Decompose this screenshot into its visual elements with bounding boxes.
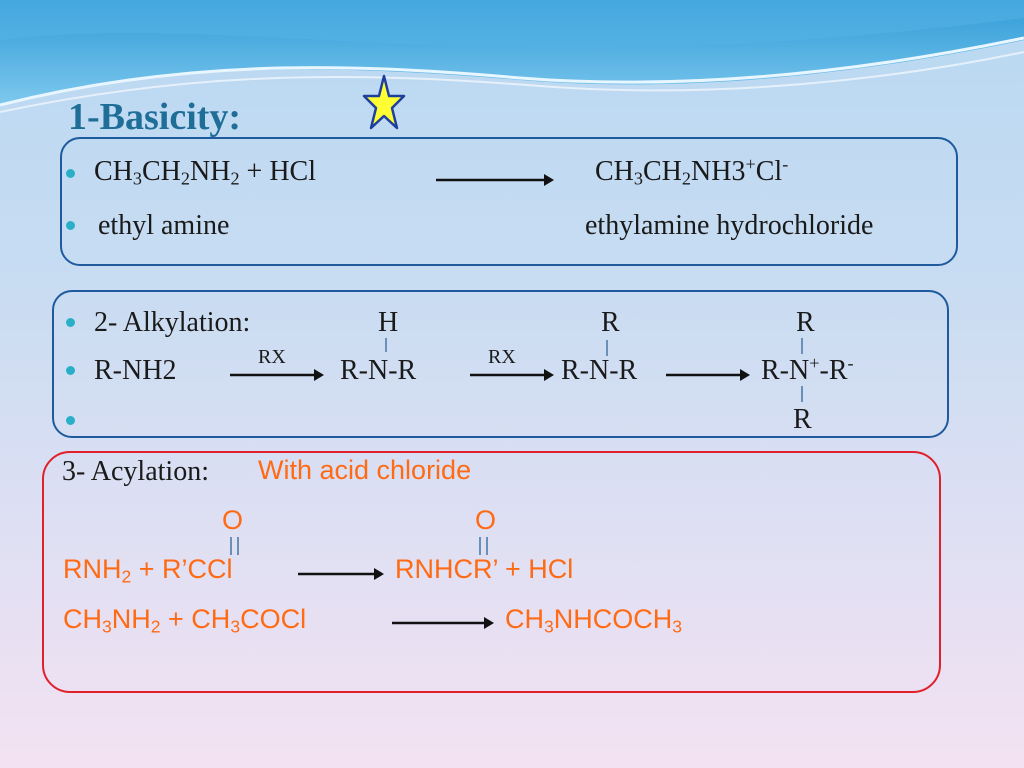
alkylation-start: R-NH2 — [94, 355, 177, 386]
basicity-reactant-name: ethyl amine — [98, 210, 230, 241]
basicity-product-name: ethylamine hydrochloride — [585, 210, 874, 241]
header-waves — [0, 0, 1024, 113]
basicity-reactant: CH3CH2NH2 + HCl — [94, 156, 317, 189]
alkylation-box — [52, 290, 949, 438]
arrow-icon — [392, 617, 494, 629]
alkylation-top-r1: R — [601, 307, 620, 338]
bullet — [66, 416, 75, 425]
bond-line — [801, 386, 803, 402]
star-icon — [362, 74, 406, 130]
alkylation-mid2: R-N-R — [561, 355, 638, 386]
basicity-box — [60, 137, 958, 266]
alkylation-top-r2: R — [796, 307, 815, 338]
arrow-icon — [230, 369, 324, 381]
bullet — [66, 169, 75, 178]
bullet — [66, 318, 75, 327]
acylation-eq1-left: RNH2 + R’CCl — [63, 554, 233, 587]
acylation-box — [42, 451, 941, 693]
acylation-o-right: O — [475, 505, 497, 535]
alkylation-rx1: RX — [258, 346, 286, 368]
slide-title: 1-Basicity: — [68, 96, 242, 138]
acylation-subtitle: With acid chloride — [258, 455, 472, 485]
bond-line — [801, 338, 803, 354]
acylation-eq1-right: RNHCR’ + HCl — [395, 554, 574, 584]
acylation-o-left: O — [222, 505, 244, 535]
double-bond-line — [237, 537, 239, 555]
alkylation-mid1: R-N-R — [340, 355, 417, 386]
bullet — [66, 221, 75, 230]
bond-line — [606, 340, 608, 356]
arrow-icon — [470, 369, 554, 381]
double-bond-line — [230, 537, 232, 555]
alkylation-final: R-N+-R- — [761, 353, 854, 386]
bullet — [66, 366, 75, 375]
alkylation-bottom-r: R — [793, 404, 812, 435]
acylation-label: 3- Acylation: — [62, 456, 209, 487]
alkylation-rx2: RX — [488, 346, 516, 368]
arrow-icon — [666, 369, 750, 381]
double-bond-line — [486, 537, 488, 555]
alkylation-label: 2- Alkylation: — [94, 307, 251, 338]
arrow-icon — [298, 568, 384, 580]
alkylation-top-h: H — [378, 307, 399, 338]
arrow-icon — [436, 174, 554, 186]
basicity-product: CH3CH2NH3+Cl- — [595, 154, 789, 189]
double-bond-line — [479, 537, 481, 555]
bond-line — [385, 338, 387, 352]
acylation-eq2-left: CH3NH2 + CH3COCl — [63, 604, 307, 637]
acylation-eq2-right: CH3NHCOCH3 — [505, 604, 683, 637]
